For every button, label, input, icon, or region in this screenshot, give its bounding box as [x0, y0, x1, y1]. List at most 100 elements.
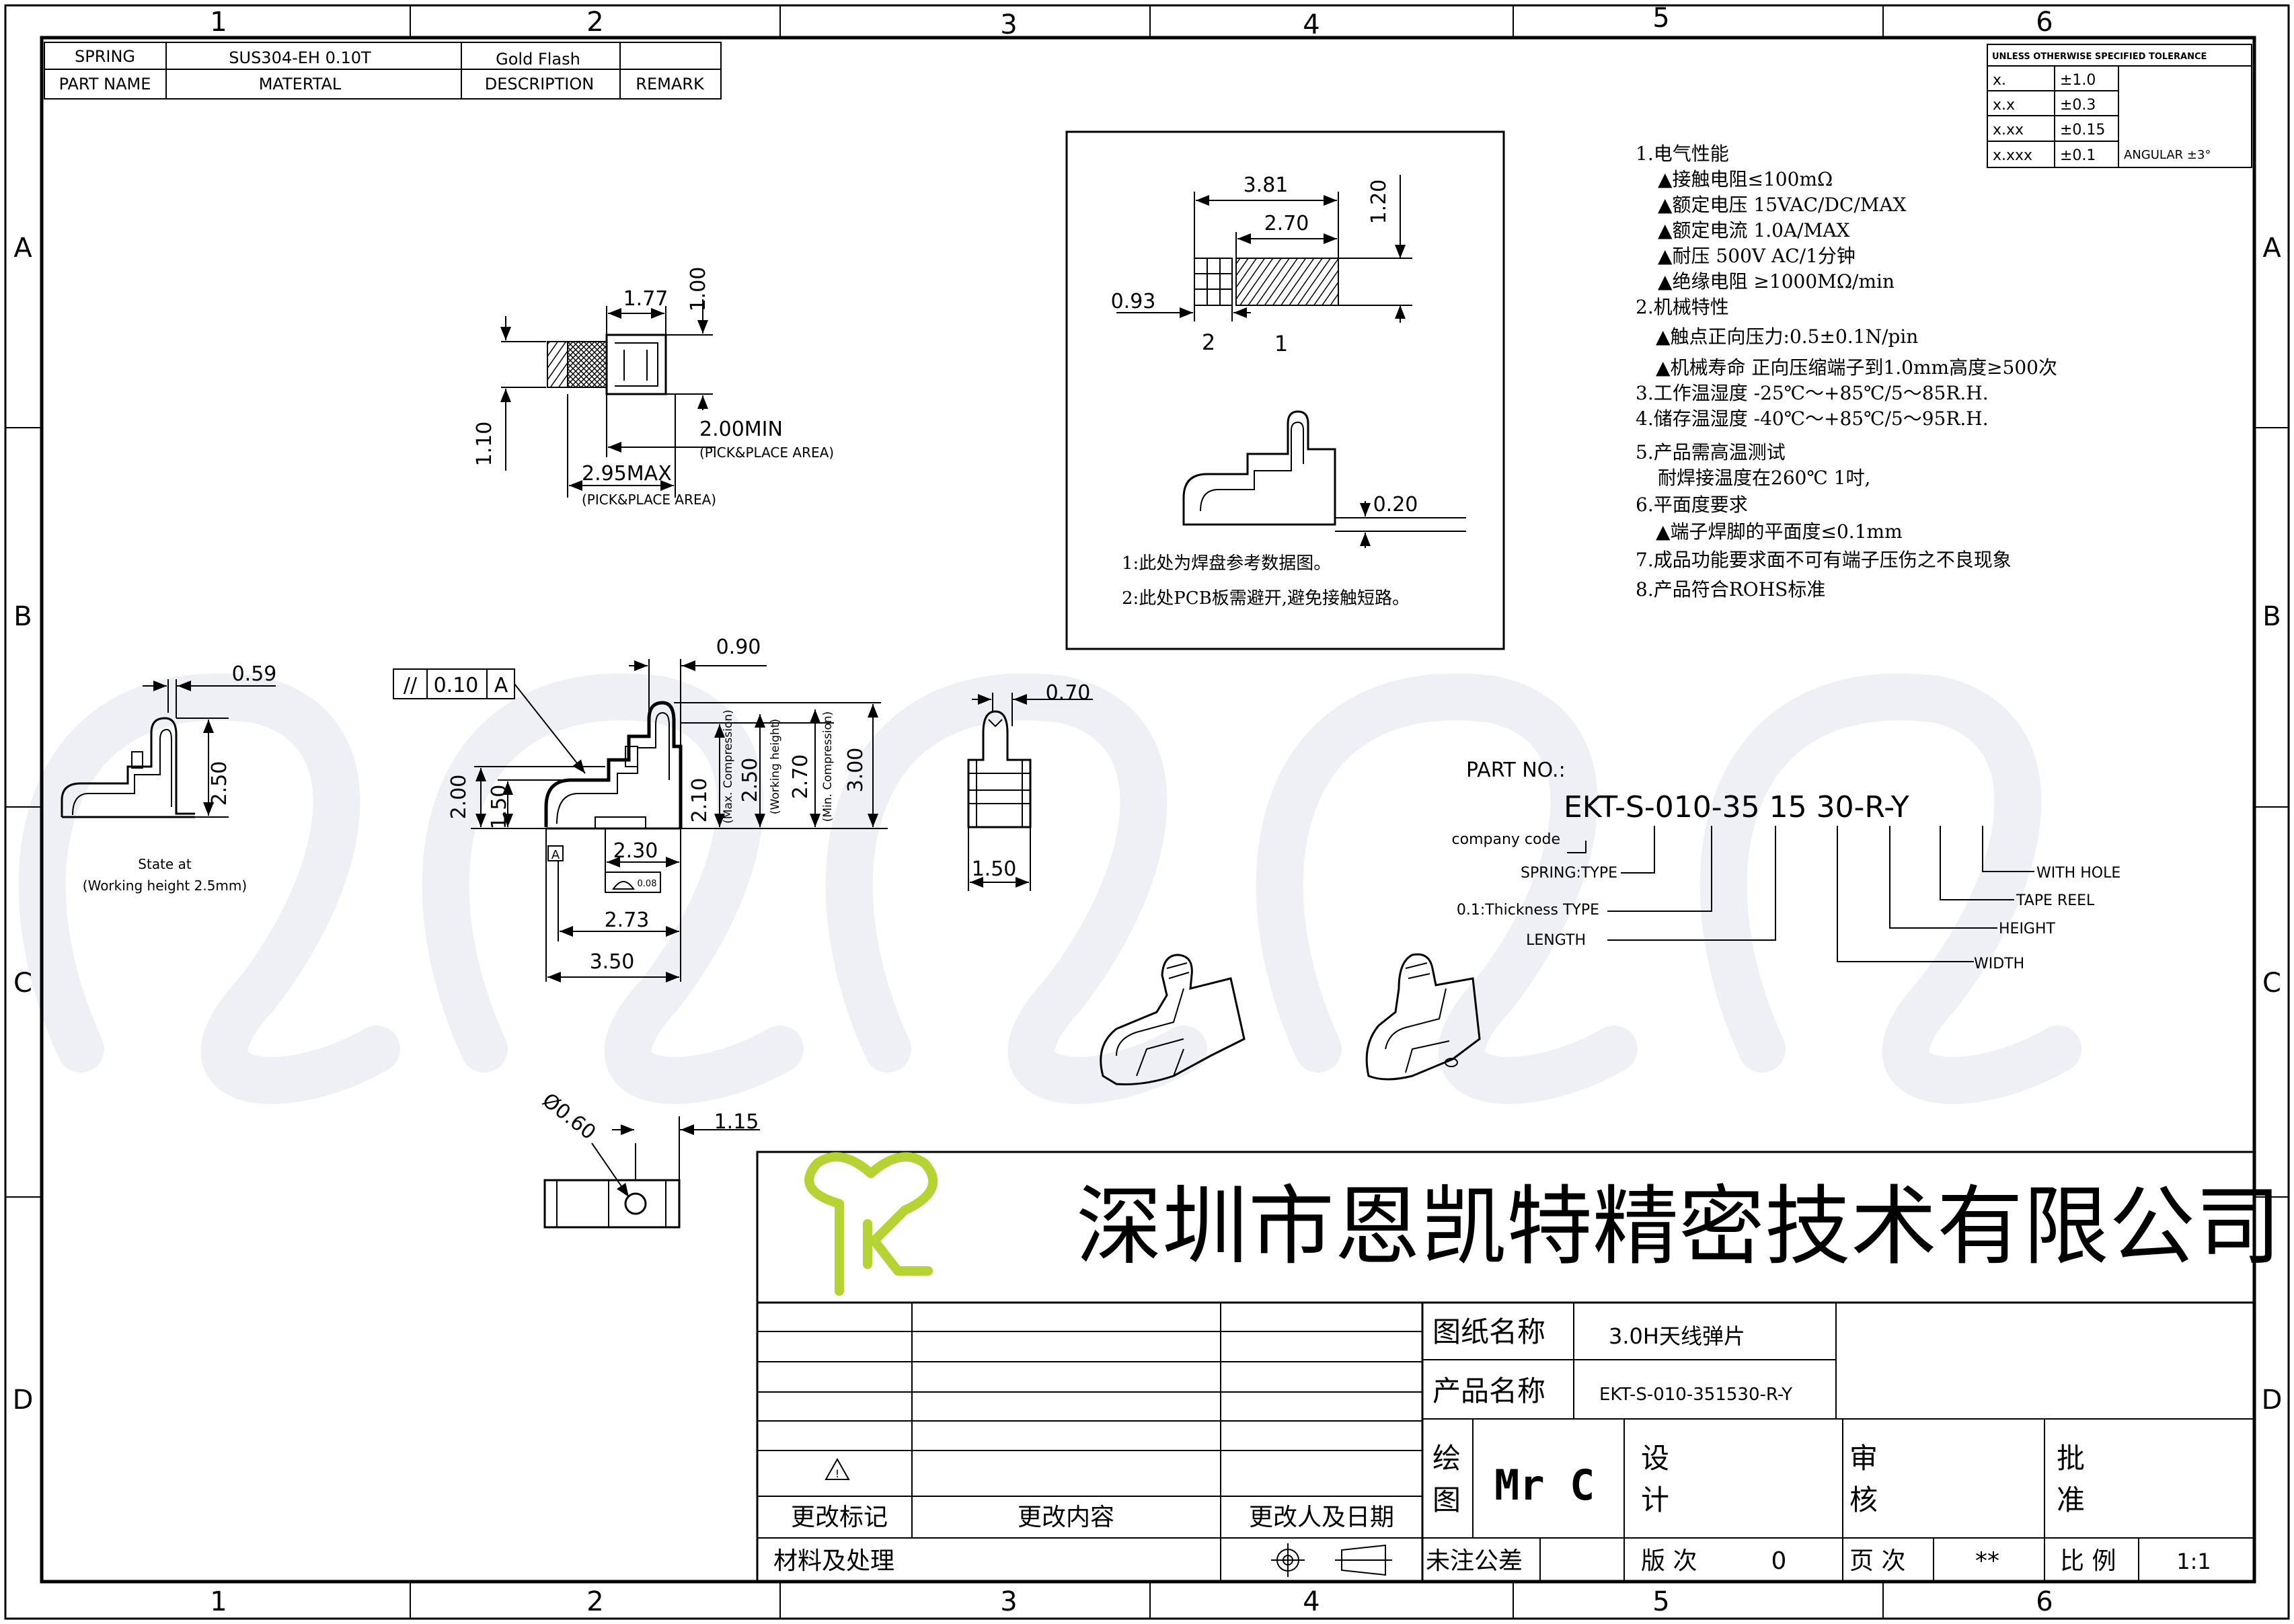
part-no-code: EKT-S-010-35 15 30-R-Y: [1564, 790, 1909, 824]
spec-line: 耐焊接温度在260℃ 1吋,: [1658, 467, 1870, 489]
dim-label: 1.00: [687, 267, 710, 312]
row-label: D: [2262, 1385, 2283, 1416]
pad-number-label: 1: [1274, 331, 1288, 356]
spec-line: ▲额定电压 15VAC/DC/MAX: [1658, 194, 1907, 216]
flatness-value: 0.10: [434, 674, 479, 697]
revision-person-label: 更改人及日期: [1249, 1504, 1394, 1531]
part-no-field: TAPE REEL: [2016, 892, 2095, 909]
description-label: DESCRIPTION: [485, 75, 594, 93]
version-label: 版 次: [1641, 1547, 1697, 1575]
approve-label: 准: [2057, 1483, 2085, 1516]
spec-line: ▲端子焊脚的平面度≤0.1mm: [1656, 520, 1903, 543]
row-label: A: [2262, 233, 2281, 264]
spring-label: SPRING: [75, 47, 135, 66]
tolerance-value: ±0.15: [2060, 122, 2105, 139]
dim-note: (Min. Compression): [821, 711, 835, 822]
drawing-name-value: 3.0H天线弹片: [1609, 1323, 1745, 1349]
material-label: MATERTAL: [259, 75, 342, 93]
drawing-name-label: 图纸名称: [1432, 1315, 1545, 1348]
state-view: 0.59 2.50 State at (Working height 2.5mm…: [61, 662, 277, 894]
svg-text://: //: [404, 674, 418, 697]
scale-label: 比 例: [2060, 1547, 2116, 1575]
pad-note: 1:此处为焊盘参考数据图。: [1122, 553, 1331, 574]
dim-label: 0.93: [1111, 290, 1156, 313]
scale-value: 1:1: [2176, 1549, 2211, 1574]
column-label: 6: [2036, 1586, 2053, 1617]
dim-label: 0.59: [232, 662, 277, 686]
description-value: Gold Flash: [496, 50, 580, 69]
product-name-value: EKT-S-010-351530-R-Y: [1599, 1385, 1792, 1405]
version-value: 0: [1771, 1547, 1787, 1575]
side-view: // 0.10 A 0.90 2.00 1.50 2.10 (Max. Comp…: [393, 635, 888, 982]
spec-line: 5.产品需高温测试: [1636, 441, 1786, 463]
datum-small: A: [551, 848, 560, 862]
iso-view-right: [1365, 953, 1481, 1081]
part-name-label: PART NAME: [59, 75, 151, 93]
dim-label: 2.30: [613, 839, 658, 863]
part-no-field: HEIGHT: [1999, 921, 2056, 937]
column-label: 4: [1303, 9, 1320, 40]
part-no-field: LENGTH: [1526, 932, 1586, 949]
column-label: 5: [1652, 1586, 1669, 1617]
untoleranced-label: 未注公差: [1426, 1547, 1523, 1575]
spec-line: 3.工作温湿度 -25℃～+85℃/5～85R.H.: [1636, 382, 1989, 404]
approve-label: 批: [2057, 1442, 2085, 1475]
spec-line: ▲接触电阻≤100mΩ: [1658, 168, 1833, 190]
spec-line: 4.储存温湿度 -40℃～+85℃/5～95R.H.: [1636, 408, 1989, 430]
draw-label: 图: [1432, 1483, 1461, 1516]
spec-line: 8.产品符合ROHS标准: [1636, 578, 1825, 601]
dim-label: 2.00MIN: [699, 418, 783, 441]
tolerance-title: UNLESS OTHERWISE SPECIFIED TOLERANCE: [1992, 52, 2207, 62]
pad-1: [1235, 258, 1339, 306]
dim-label: 1.20: [1367, 180, 1391, 225]
projection-symbol: [1271, 1543, 1392, 1577]
company-name: 深圳市恩凯特精密技术有限公司: [1076, 1177, 2281, 1277]
hole-view: 1.15 Ø0.60: [537, 1089, 760, 1229]
spec-line: 7.成品功能要求面不可有端子压伤之不良现象: [1636, 549, 2012, 571]
design-label: 设: [1641, 1442, 1669, 1475]
dim-label: 2.73: [605, 908, 650, 932]
column-label: 1: [210, 7, 227, 38]
column-label: 3: [1000, 9, 1017, 40]
tolerance-value: ±0.1: [2060, 147, 2096, 164]
dim-label: 1.77: [623, 287, 668, 311]
tolerance-key: x.: [1993, 72, 2006, 89]
dim-label: 2.95MAX: [582, 462, 672, 486]
column-label: 2: [586, 7, 603, 38]
specs: 1.电气性能 ▲接触电阻≤100mΩ ▲额定电压 15VAC/DC/MAX ▲额…: [1636, 143, 2057, 601]
part-no-title: PART NO.:: [1466, 759, 1566, 782]
part-no-field: WITH HOLE: [2036, 865, 2120, 882]
column-label: 4: [1303, 1586, 1320, 1617]
tolerance-table: UNLESS OTHERWISE SPECIFIED TOLERANCE x. …: [1987, 44, 2252, 168]
dim-note: (Max. Compression): [722, 709, 735, 824]
product-name-label: 产品名称: [1432, 1375, 1545, 1407]
state-caption: (Working height 2.5mm): [83, 878, 247, 894]
spec-line: ▲触点正向压力:0.5±0.1N/pin: [1656, 325, 1918, 348]
dim-label: 1.50: [972, 857, 1017, 881]
tolerance-key: x.xxx: [1993, 147, 2032, 164]
part-no-field: WIDTH: [1974, 956, 2024, 972]
column-label: 6: [2036, 7, 2053, 38]
page-value: **: [1975, 1547, 1999, 1575]
spec-line: 6.平面度要求: [1636, 494, 1748, 516]
spec-line: ▲机械寿命 正向压缩端子到1.0mm高度≥500次: [1656, 356, 2057, 379]
dim-label: 2.70: [789, 755, 812, 800]
dim-label: 1.50: [488, 785, 511, 830]
spec-line: ▲耐压 500V AC/1分钟: [1658, 245, 1856, 267]
zone-labels: 1 2 3 4 5 6 1 2 3 4 5 6 A B C D A B C D: [13, 3, 2283, 1617]
header-table: SPRING SUS304-EH 0.10T Gold Flash PART N…: [44, 42, 722, 100]
dim-label: 2.70: [1264, 212, 1309, 235]
dim-label: 0.20: [1373, 493, 1418, 516]
column-label: 2: [586, 1586, 603, 1617]
spec-line: ▲额定电流 1.0A/MAX: [1658, 219, 1850, 241]
dim-label: 2.00: [447, 775, 471, 820]
part-number: PART NO.: EKT-S-010-35 15 30-R-Y company…: [1452, 759, 2121, 972]
angular-tolerance: ANGULAR ±3°: [2124, 148, 2211, 162]
row-label: C: [2262, 968, 2281, 999]
watermark: [18, 673, 2081, 1104]
row-label: B: [13, 601, 32, 632]
pad-2: [1194, 258, 1233, 306]
column-label: 3: [1000, 1586, 1017, 1617]
row-label: C: [13, 968, 32, 999]
